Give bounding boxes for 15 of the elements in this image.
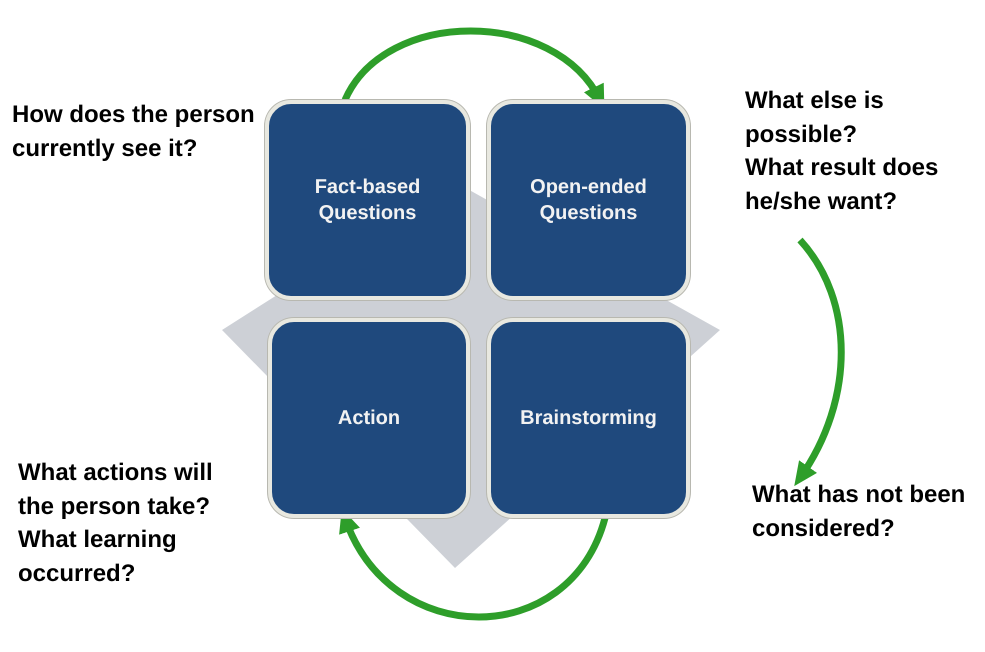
process-box <box>265 100 470 300</box>
box-label: Brainstorming <box>520 406 657 431</box>
process-box <box>487 100 690 300</box>
box-label: Action <box>338 406 400 431</box>
process-box <box>487 318 690 518</box>
box-label: Fact-based Questions <box>314 175 422 226</box>
box-label: Open-ended Questions <box>529 175 648 226</box>
question-text: What learning occurred? <box>18 525 178 589</box>
question-text: What else is possible? <box>745 86 885 150</box>
process-box <box>268 318 470 518</box>
question-text: How does the person currently see it? <box>12 100 256 164</box>
question-text: What result does he/she want? <box>745 153 940 217</box>
curved-arrow <box>794 238 845 486</box>
question-text: What actions will the person take? <box>18 458 214 522</box>
question-text: What has not been considered? <box>752 480 966 544</box>
